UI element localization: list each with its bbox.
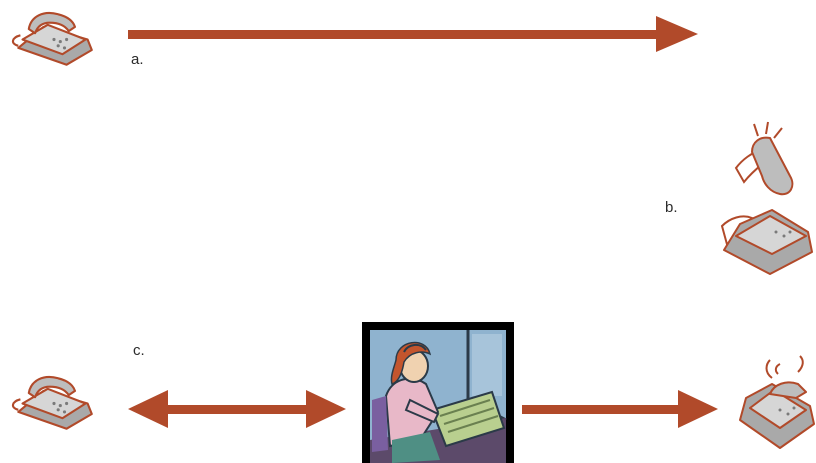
- arrow-c: [522, 390, 718, 428]
- label-a: a.: [131, 52, 144, 67]
- double-arrow-left-head: [128, 390, 168, 428]
- arrow-c-head: [678, 390, 718, 428]
- double-arrow-shaft: [160, 405, 310, 414]
- receiver-phone-b-icon: [722, 122, 812, 274]
- arrow-a-shaft: [128, 30, 662, 39]
- double-arrow-right-head: [306, 390, 346, 428]
- receiver-phone-c-icon: [740, 356, 814, 448]
- label-c: c.: [133, 343, 145, 358]
- arrow-c-shaft: [522, 405, 684, 414]
- operator-icon: [362, 322, 514, 463]
- caller-phone-c-icon: [13, 377, 92, 429]
- arrow-a: [128, 16, 698, 52]
- caller-phone-a-icon: [13, 13, 92, 65]
- arrow-a-head: [656, 16, 698, 52]
- label-b: b.: [665, 200, 678, 215]
- double-arrow-c: [128, 390, 346, 428]
